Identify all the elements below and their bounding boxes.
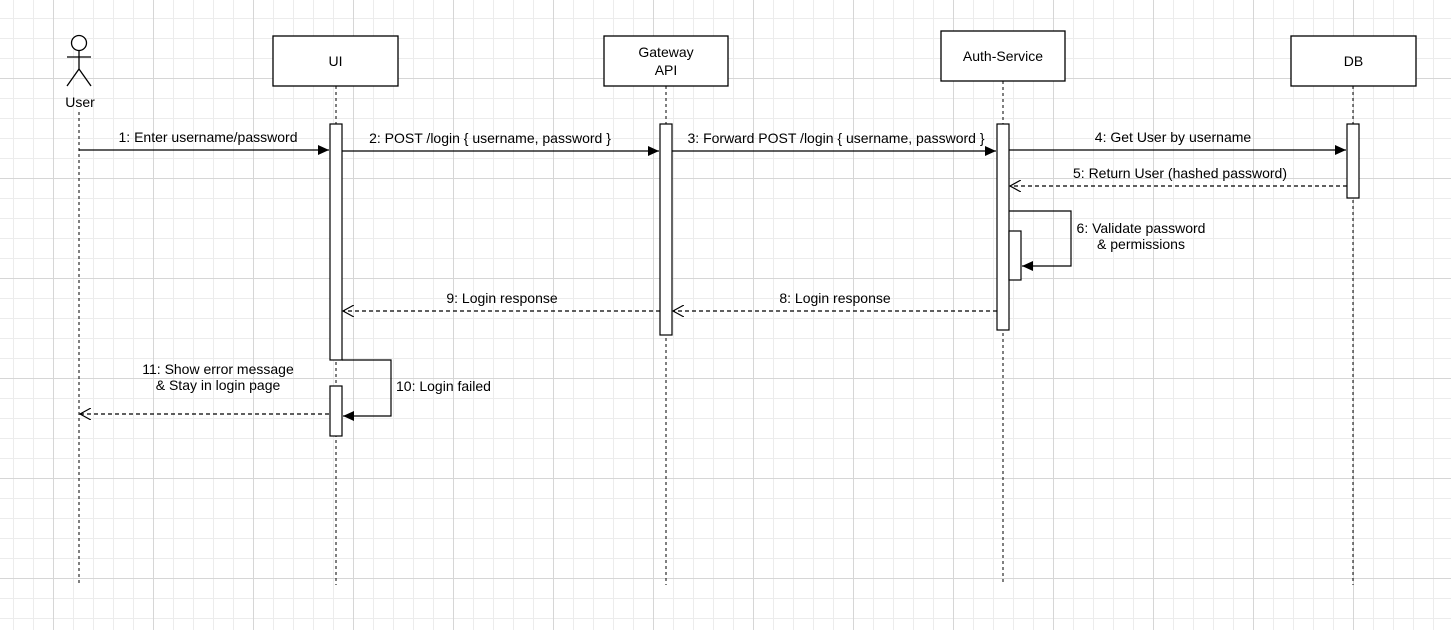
db-participant-box	[1290, 35, 1417, 87]
gateway-activation-bar	[659, 123, 673, 336]
auth-service-label: Auth-Service	[963, 48, 1043, 64]
message-10-label: 10: Login failed	[396, 378, 491, 394]
gateway-label-line2: API	[655, 62, 678, 78]
message-6-label-line2: & permissions	[1097, 236, 1185, 252]
ui-activation-bar-2	[329, 385, 343, 437]
db-activation-bar	[1346, 123, 1360, 199]
message-5-label: 5: Return User (hashed password)	[1073, 165, 1287, 181]
message-3-label: 3: Forward POST /login { username, passw…	[688, 130, 985, 146]
message-1-label: 1: Enter username/password	[119, 129, 298, 145]
message-10-arrow	[342, 359, 392, 421]
message-11-label-line2: & Stay in login page	[156, 377, 281, 393]
auth-service-participant-box	[940, 30, 1066, 82]
auth-service-activation-bar	[996, 123, 1010, 331]
user-label: User	[65, 94, 95, 110]
message-8-label: 8: Login response	[779, 290, 891, 306]
message-9-label: 9: Login response	[446, 290, 558, 306]
message-4-label: 4: Get User by username	[1095, 129, 1252, 145]
gateway-label-line1: Gateway	[638, 44, 693, 60]
ui-label: UI	[329, 53, 343, 69]
gateway-participant-box	[603, 35, 729, 87]
ui-activation-bar	[329, 123, 343, 361]
message-2-label: 2: POST /login { username, password }	[369, 130, 611, 146]
ui-participant-box	[272, 35, 399, 87]
message-6-label-line1: 6: Validate password	[1077, 220, 1206, 236]
message-6-arrow	[1009, 210, 1072, 271]
auth-service-activation-bar-2	[1008, 230, 1022, 281]
db-label: DB	[1344, 53, 1363, 69]
user-actor-icon	[66, 34, 92, 87]
message-11-label-line1: 11: Show error message	[142, 361, 294, 377]
